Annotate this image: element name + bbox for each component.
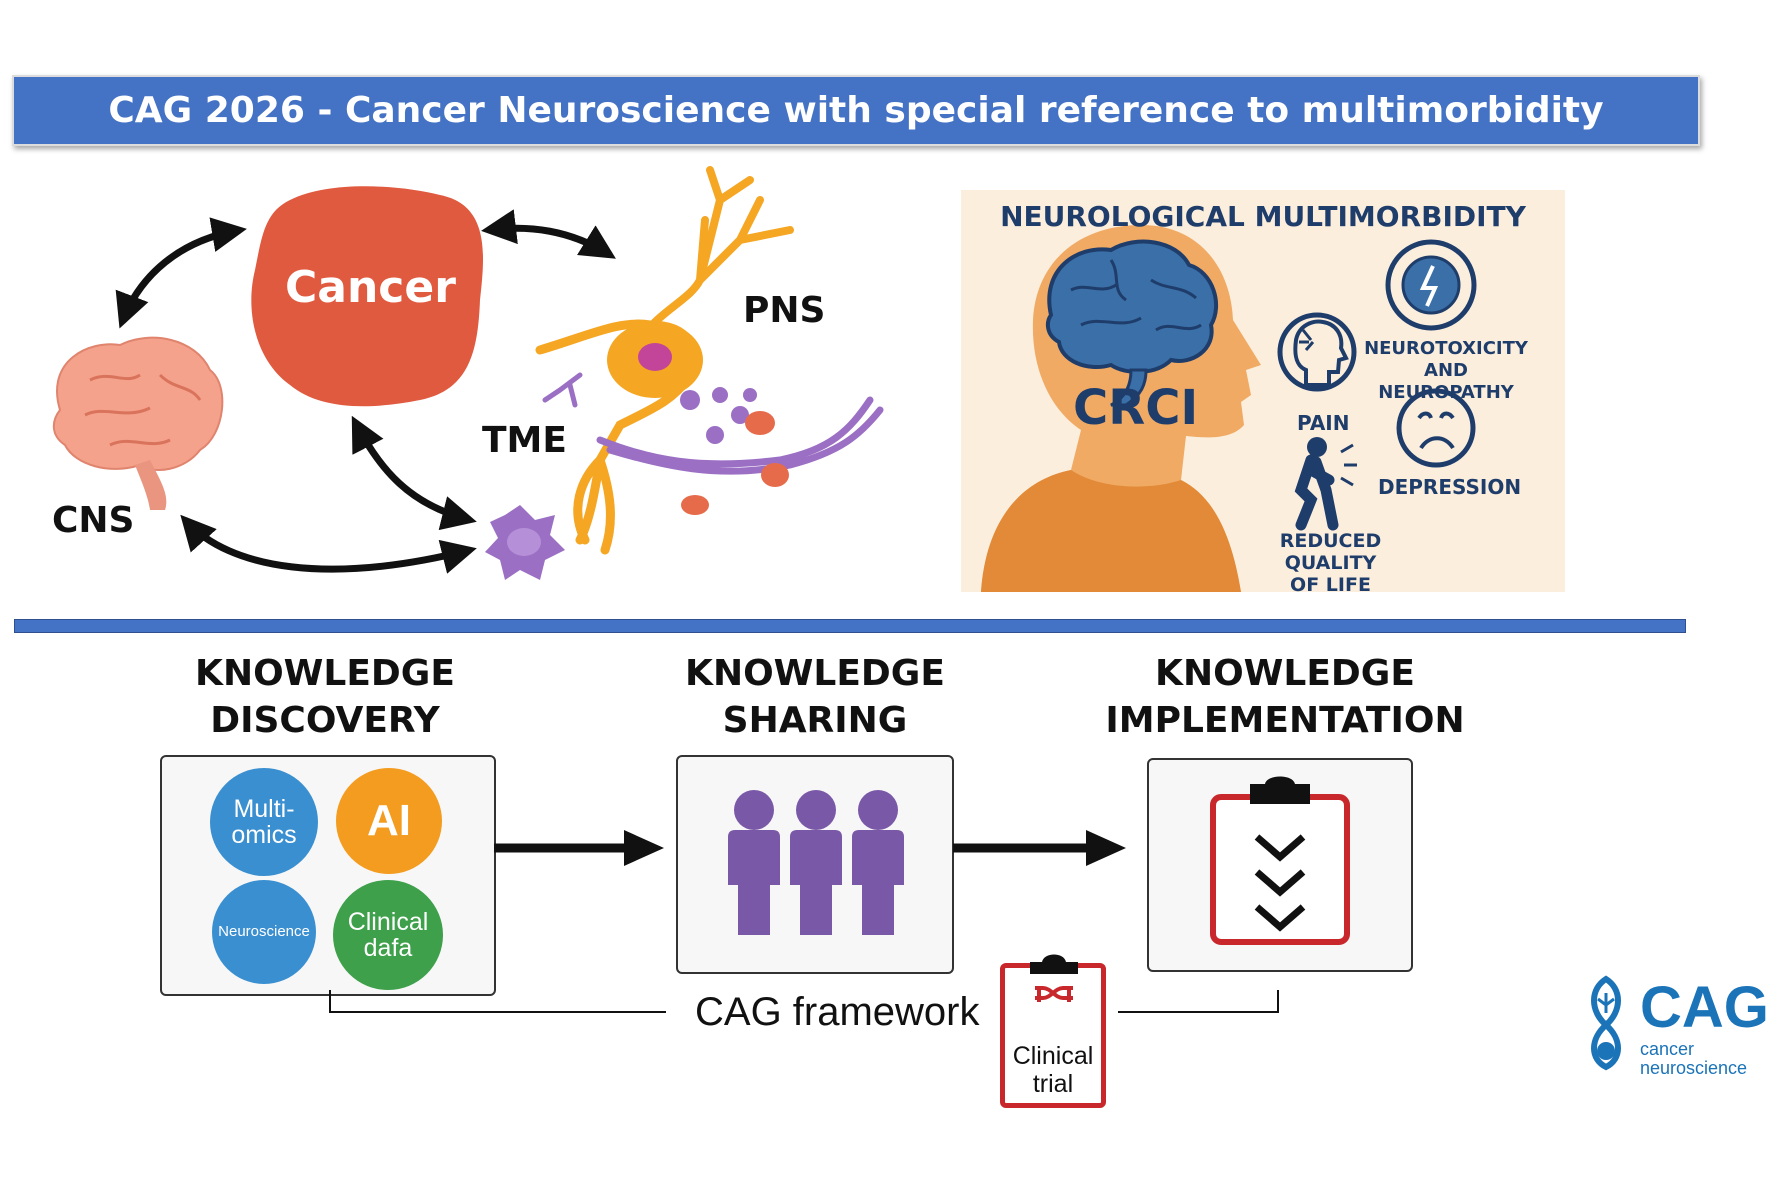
page-title-text: CAG 2026 - Cancer Neuroscience with spec… bbox=[108, 90, 1604, 131]
multimorbidity-title: NEUROLOGICAL MULTIMORBIDITY bbox=[1000, 200, 1526, 233]
arrow-cancer-pns bbox=[481, 209, 616, 259]
cns-label: CNS bbox=[52, 500, 135, 541]
purple-buds bbox=[542, 372, 757, 444]
neuroscience-label: Neuroscience bbox=[218, 923, 310, 941]
clinical-trial-label: Clinical trial bbox=[1000, 1042, 1106, 1098]
cag-logo-icon bbox=[1591, 975, 1621, 1071]
neuron-illustration bbox=[535, 166, 794, 555]
stage-title-line1: KNOWLEDGE bbox=[1155, 653, 1415, 694]
crci-label: CRCI bbox=[1073, 380, 1199, 436]
people-icon bbox=[728, 790, 904, 935]
section-divider bbox=[14, 619, 1686, 633]
clinical-trial-line2: trial bbox=[1032, 1070, 1074, 1098]
stage-title-line2: DISCOVERY bbox=[210, 700, 440, 741]
stage-title-line2: IMPLEMENTATION bbox=[1105, 700, 1465, 741]
brain-illustration bbox=[52, 336, 224, 510]
arrow-cancer-tme bbox=[351, 415, 477, 531]
neurotoxicity-brain-icon bbox=[1385, 239, 1477, 331]
cancer-label: Cancer bbox=[285, 262, 456, 313]
stage-title-discovery: KNOWLEDGE DISCOVERY bbox=[160, 650, 490, 744]
cag-logo-sub-line1: cancer bbox=[1640, 1039, 1695, 1059]
depression-label: DEPRESSION bbox=[1378, 475, 1522, 499]
cag-logo-subtitle: cancer neuroscience bbox=[1640, 1040, 1747, 1078]
ai-circle: AI bbox=[336, 768, 442, 874]
multiomics-line2: omics bbox=[231, 821, 297, 849]
neurotoxicity-label: NEUROTOXICITY AND NEUROPATHY bbox=[1356, 338, 1536, 404]
arrow-cancer-cns bbox=[115, 217, 247, 329]
page-title: CAG 2026 - Cancer Neuroscience with spec… bbox=[12, 75, 1700, 146]
reduced-qol-line1: REDUCED QUALITY bbox=[1279, 530, 1382, 574]
clinical-line2: dafa bbox=[363, 934, 413, 962]
stage-title-line1: KNOWLEDGE bbox=[195, 653, 455, 694]
reduced-qol-figure-icon bbox=[1294, 437, 1357, 531]
neurotoxicity-line2: AND NEUROPATHY bbox=[1378, 360, 1514, 403]
framework-bracket bbox=[329, 990, 1279, 1013]
tme-label: TME bbox=[482, 420, 567, 461]
clinical-line1: Clinical bbox=[347, 907, 429, 936]
framework-label: CAG framework bbox=[695, 990, 980, 1034]
reduced-qol-label: REDUCED QUALITY OF LIFE bbox=[1243, 530, 1418, 596]
tumor-cells bbox=[681, 411, 789, 515]
reduced-qol-line2: OF LIFE bbox=[1290, 574, 1371, 596]
multiomics-circle: Multi-omics bbox=[210, 768, 318, 876]
pain-head-icon bbox=[1277, 312, 1357, 392]
arrow-discovery-to-sharing bbox=[494, 830, 664, 866]
clipboard-checklist-icon bbox=[1210, 776, 1350, 945]
clinical-trial-clip-icon bbox=[1030, 954, 1078, 1002]
neurotoxicity-line1: NEUROTOXICITY bbox=[1364, 338, 1528, 359]
clinical-trial-card bbox=[1000, 963, 1106, 1108]
multimorbidity-illustration bbox=[981, 225, 1477, 592]
stage-title-implementation: KNOWLEDGE IMPLEMENTATION bbox=[1085, 650, 1485, 744]
microglia-illustration bbox=[485, 505, 565, 580]
neuroscience-circle: Neuroscience bbox=[212, 880, 316, 984]
depression-face-icon bbox=[1396, 388, 1476, 468]
cag-logo-wordmark: CAG bbox=[1640, 975, 1769, 1040]
pns-label: PNS bbox=[743, 290, 826, 331]
cag-logo-sub-line2: neuroscience bbox=[1640, 1058, 1748, 1078]
multiomics-line1: Multi- bbox=[233, 794, 295, 823]
cancer-blob bbox=[251, 186, 484, 407]
clinical-trial-line1: Clinical bbox=[1012, 1042, 1094, 1070]
arrow-cns-tme bbox=[180, 514, 477, 574]
discovery-box bbox=[160, 755, 496, 996]
stage-title-sharing: KNOWLEDGE SHARING bbox=[650, 650, 980, 744]
stage-title-line2: SHARING bbox=[722, 700, 908, 741]
arrow-sharing-to-implementation bbox=[953, 830, 1126, 866]
brain-icon bbox=[1045, 239, 1219, 407]
pain-label: PAIN bbox=[1297, 411, 1350, 435]
cancer-axis-diagram bbox=[52, 166, 884, 580]
ai-label: AI bbox=[367, 795, 411, 845]
stage-title-line1: KNOWLEDGE bbox=[685, 653, 945, 694]
